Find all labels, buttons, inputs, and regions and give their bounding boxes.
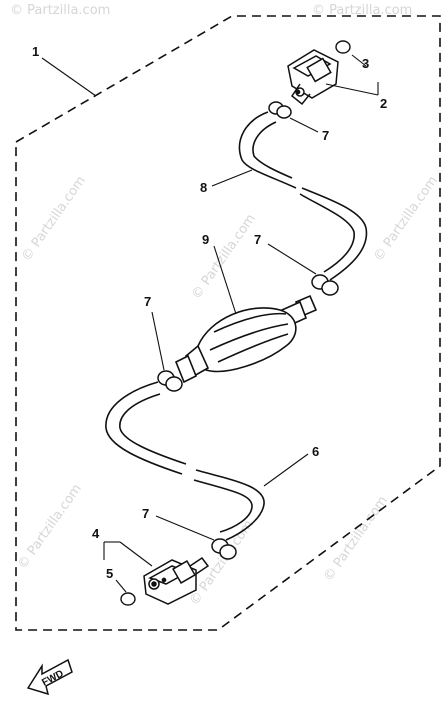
watermarks: © Partzilla.com © Partzilla.com © Partzi… <box>10 3 441 608</box>
watermark-right-lower: © Partzilla.com <box>321 494 391 585</box>
callout-7a: 7 <box>322 128 329 143</box>
callout-2: 2 <box>380 96 387 111</box>
watermark-right-upper: © Partzilla.com <box>371 174 441 265</box>
leader-line-9 <box>213 245 237 315</box>
leader-line-2 <box>325 83 379 96</box>
forward-arrow-icon: FWD <box>26 658 73 696</box>
leader-line-7d <box>155 515 215 541</box>
leader-line-3b <box>351 54 367 67</box>
fuel-hose-lower <box>105 381 265 541</box>
leader-line-8 <box>211 169 253 187</box>
fuel-hose-upper <box>238 111 368 281</box>
o-ring-lower <box>120 592 136 606</box>
watermark-top-right: © Partzilla.com <box>312 3 412 18</box>
watermark-left-upper: © Partzilla.com <box>19 174 89 265</box>
callout-4: 4 <box>92 526 100 541</box>
leader-line-4c <box>119 541 153 567</box>
hose-clamp-middle-right <box>311 274 339 296</box>
hose-clamp-lower <box>211 538 237 560</box>
callout-9: 9 <box>202 232 209 247</box>
callout-7c: 7 <box>144 294 151 309</box>
callout-1: 1 <box>32 44 39 59</box>
leader-line-5 <box>115 579 127 593</box>
callout-8: 8 <box>200 180 207 195</box>
leader-line-1 <box>41 57 97 97</box>
watermark-left-lower: © Partzilla.com <box>15 482 85 573</box>
lower-fuel-connector <box>143 556 210 605</box>
o-ring-upper <box>335 40 351 54</box>
callout-3: 3 <box>362 56 369 71</box>
watermark-top-left: © Partzilla.com <box>10 3 110 18</box>
upper-fuel-connector <box>287 49 339 106</box>
leader-line-7c <box>151 311 165 371</box>
hose-clamp-bulb-lower <box>157 370 183 392</box>
callout-5: 5 <box>106 566 113 581</box>
kit-boundary-dashed <box>15 15 441 631</box>
callout-7b: 7 <box>254 232 261 247</box>
leader-line-7b <box>267 243 317 275</box>
hose-clamp-upper <box>268 101 292 119</box>
watermark-middle-upper: © Partzilla.com <box>189 212 259 303</box>
leader-line-7a <box>289 117 319 133</box>
callout-6: 6 <box>312 444 319 459</box>
callout-7d: 7 <box>142 506 149 521</box>
forward-label: FWD <box>40 668 65 688</box>
primer-bulb <box>174 294 318 384</box>
leader-line-6 <box>263 453 309 487</box>
